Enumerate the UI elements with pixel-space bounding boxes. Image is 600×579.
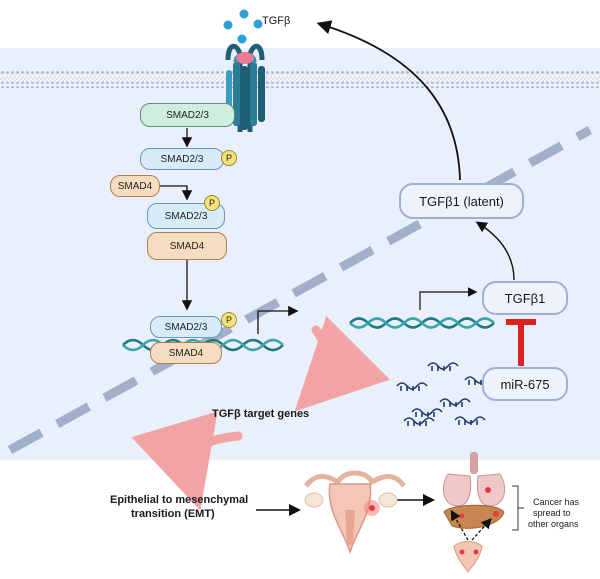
smad4-free: SMAD4 xyxy=(110,175,160,197)
mir675-box: miR-675 xyxy=(482,367,568,401)
arrow-tgfb1-to-latent xyxy=(475,221,515,281)
metastasis-label-line2: spread to xyxy=(533,508,571,518)
emt-label-line2: transition (EMT) xyxy=(131,508,215,520)
metastasis-dashed-arrows xyxy=(450,509,492,541)
pink-arrow-to-emt xyxy=(131,411,243,511)
metastasis-label-line3: other organs xyxy=(528,519,579,529)
metastasis-label-line1: Cancer has xyxy=(533,497,580,507)
organs-bracket xyxy=(512,485,524,531)
tgfb-ligand-label: TGFβ xyxy=(262,15,291,27)
uterus-illustration xyxy=(304,470,406,555)
arrow-smad4-join xyxy=(158,185,193,201)
pink-arrow-to-target xyxy=(294,315,390,412)
phospho-circle-1: P xyxy=(221,150,237,166)
smad23-phosphorylated: SMAD2/3 xyxy=(140,148,224,170)
emt-label-line1: Epithelial to mesenchymal xyxy=(110,494,249,506)
phospho-circle-3: P xyxy=(221,312,237,328)
smad23-unphosphorylated: SMAD2/3 xyxy=(140,103,235,127)
smad4-complex: SMAD4 xyxy=(147,232,227,260)
arrow-latent-to-ligand xyxy=(316,20,461,181)
smad23-on-dna: SMAD2/3 xyxy=(150,316,222,338)
transcription-arrow-right xyxy=(419,287,478,310)
tgfb-ligand-dots xyxy=(223,9,263,44)
smad4-on-dna: SMAD4 xyxy=(150,342,222,364)
target-genes-label: TGFβ target genes xyxy=(212,408,310,420)
cell-membrane xyxy=(0,70,600,88)
tgfb1-latent-box: TGFβ1 (latent) xyxy=(399,183,524,219)
tgfb1-box: TGFβ1 xyxy=(482,281,568,315)
transcription-arrow-left xyxy=(257,305,299,334)
inhibition-bar xyxy=(506,319,536,366)
dna-helix-right xyxy=(349,317,495,329)
phospho-circle-2: P xyxy=(204,195,220,211)
